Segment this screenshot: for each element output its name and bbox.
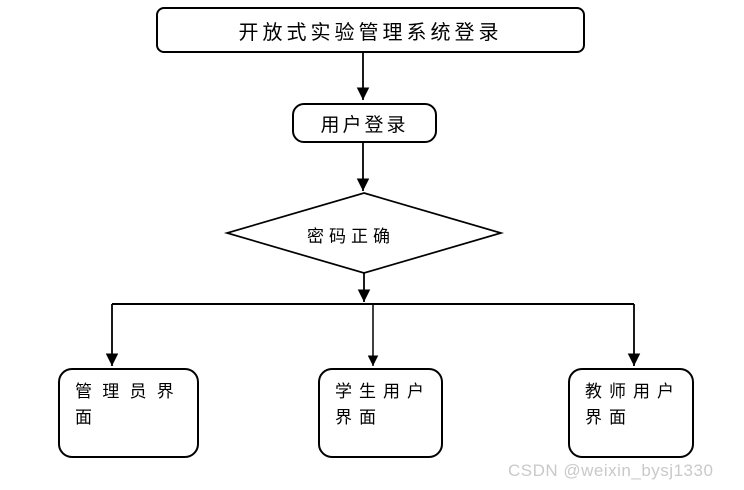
node-user-login-label: 用户登录 [320,114,409,136]
node-admin-interface-label: 管 理 员 界 面 [75,382,177,427]
node-student-interface-label: 学生用户 界面 [335,382,431,427]
node-system-login-title-label: 开放式实验管理系统登录 [238,21,503,44]
node-student-interface: 学生用户 界面 [318,368,443,458]
node-teacher-interface-label: 教师用户 界面 [585,382,681,427]
node-user-login: 用户登录 [292,103,437,143]
node-password-correct-label: 密码正确 [307,227,395,246]
node-teacher-interface: 教师用户 界面 [568,368,694,458]
node-system-login-title: 开放式实验管理系统登录 [156,7,585,53]
csdn-watermark: CSDN @weixin_bysj1330 [508,461,714,480]
node-admin-interface: 管 理 员 界 面 [58,368,199,458]
